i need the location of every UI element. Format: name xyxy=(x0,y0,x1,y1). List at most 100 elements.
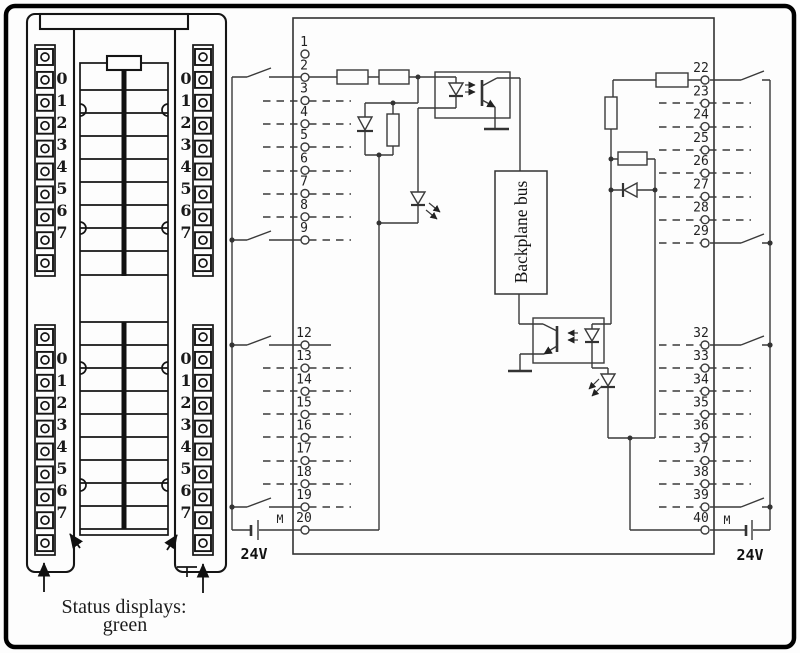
terminal-number: 40 xyxy=(693,511,709,526)
led-lens xyxy=(198,143,208,154)
led-cells xyxy=(194,48,212,273)
led-cell xyxy=(194,185,212,204)
led-label: 4 xyxy=(180,437,191,456)
terminal-circle xyxy=(300,525,310,535)
led-cell xyxy=(194,328,212,346)
terminal-circle xyxy=(700,214,710,225)
figure-border xyxy=(3,3,797,650)
led-lens xyxy=(198,469,208,480)
led-label: 7 xyxy=(180,223,191,242)
terminal-circle xyxy=(300,409,310,420)
terminal-number: 27 xyxy=(693,177,709,192)
schematic: M 24V M 24V xyxy=(229,17,773,564)
backplane-bus-box xyxy=(494,170,548,295)
led-cell xyxy=(36,231,54,250)
led-lens xyxy=(40,332,50,342)
terminal-number: 32 xyxy=(693,326,709,341)
led-cell xyxy=(194,373,212,392)
led-cell xyxy=(36,93,54,112)
led-strip-lower-left xyxy=(34,324,56,556)
emitter-wire xyxy=(481,99,496,108)
terminal-number: 19 xyxy=(296,488,312,503)
strip-outline xyxy=(192,324,214,556)
terminal-circle xyxy=(700,409,710,420)
terminal-number: 29 xyxy=(693,224,709,239)
led-strip-upper-right xyxy=(192,44,214,277)
bus-to-opto2-wire xyxy=(518,294,533,325)
terminal-number: 33 xyxy=(693,349,709,364)
led-lens xyxy=(40,377,50,388)
terminal-circle xyxy=(300,502,310,512)
led-label: 4 xyxy=(56,437,67,456)
led-cell xyxy=(36,48,54,66)
led-cell xyxy=(36,139,54,158)
led-label: 2 xyxy=(180,113,191,132)
led-lens xyxy=(198,332,208,342)
led-label: 1 xyxy=(180,371,191,390)
terminal-number: 8 xyxy=(300,198,308,213)
led-lens xyxy=(198,400,208,411)
terminal-circle xyxy=(700,340,710,350)
led-cell xyxy=(36,185,54,204)
pointer-arrow-left-7 xyxy=(69,533,83,549)
led-lenses xyxy=(198,52,208,268)
terminal-number: 2 xyxy=(300,58,308,73)
led-label: 2 xyxy=(56,393,67,412)
led-lens xyxy=(198,538,208,548)
supply-right: M 24V xyxy=(710,70,771,564)
terminal-circle xyxy=(300,455,310,466)
mounting-mark xyxy=(177,566,197,577)
led-lens xyxy=(198,235,208,246)
led-cell xyxy=(36,442,54,461)
light-emission-arrow xyxy=(428,202,441,213)
opto-led-wires xyxy=(435,76,457,109)
led-cell xyxy=(36,511,54,530)
led-cells xyxy=(194,328,212,553)
right-rail-and-switches xyxy=(710,70,771,530)
led-cell xyxy=(194,534,212,553)
led-cell xyxy=(36,373,54,392)
module-boundary xyxy=(292,17,715,555)
input-resistor-1 xyxy=(336,69,369,85)
led-cell xyxy=(36,328,54,346)
emitter-wire xyxy=(543,345,558,355)
led-lenses xyxy=(40,332,50,548)
terminal-number: 5 xyxy=(300,128,308,143)
led-cells xyxy=(36,48,54,273)
input-resistor-1 xyxy=(655,72,689,88)
led-cell xyxy=(194,442,212,461)
terminal-number: 3 xyxy=(300,82,308,97)
terminal-circle xyxy=(700,386,710,396)
comb-rungs-lower xyxy=(80,321,168,530)
led-lenses xyxy=(198,332,208,548)
led-label: 6 xyxy=(180,201,191,220)
strip-outline xyxy=(192,44,214,277)
optocoupler-1 xyxy=(434,71,521,171)
terminal-circle xyxy=(300,49,310,59)
dashed-stubs-right xyxy=(659,102,751,508)
terminal-number: 12 xyxy=(296,326,312,341)
terminal-circle xyxy=(700,191,710,202)
led-lens xyxy=(198,212,208,223)
led-lenses xyxy=(40,52,50,268)
voltage-label-left: 24V xyxy=(240,545,267,563)
led-cells xyxy=(36,328,54,553)
led-label: 7 xyxy=(56,223,67,242)
led-label: 1 xyxy=(56,91,67,110)
collector-wire xyxy=(533,323,558,332)
terminal-number: 22 xyxy=(693,61,709,76)
led-cell xyxy=(36,162,54,181)
comb-top-tab xyxy=(105,54,143,72)
optocoupler-body xyxy=(532,317,605,364)
led-cell xyxy=(194,350,212,369)
terminal-number: 6 xyxy=(300,151,308,166)
led-lens xyxy=(40,235,50,246)
led-lens xyxy=(198,515,208,526)
terminal-circle xyxy=(300,142,310,152)
led-lens xyxy=(198,75,208,85)
